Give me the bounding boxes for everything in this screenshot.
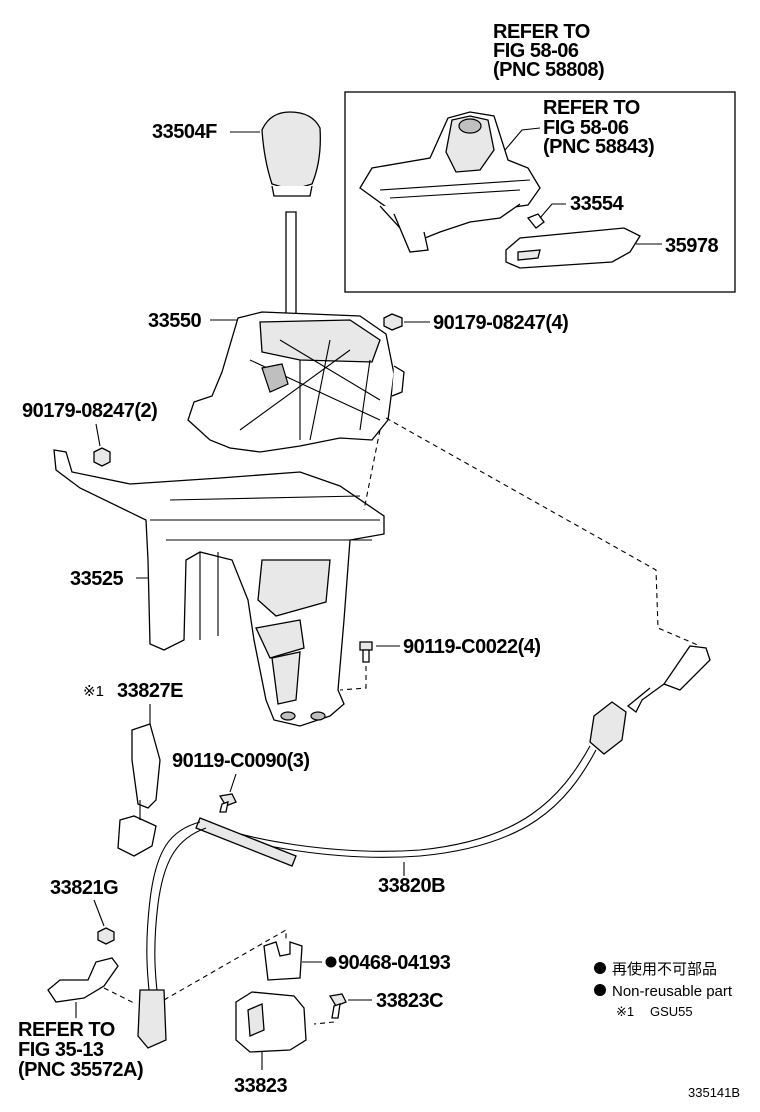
console-panel-drawing <box>359 111 541 253</box>
svg-text:(PNC 58843): (PNC 58843) <box>543 136 654 158</box>
svg-text:Non-reusable part: Non-reusable part <box>612 983 733 1000</box>
svg-text:REFER TO: REFER TO <box>18 1019 115 1041</box>
part-33820B-cable: 33820B <box>137 645 711 1049</box>
part-90179-08247-2-nut: 90179-08247(2) <box>22 400 158 467</box>
part-35978-plate: 35978 <box>505 227 719 269</box>
refer-inner-label: REFER TO FIG 58-06 (PNC 58843) <box>543 97 655 158</box>
part-90119-C0090-3-bolt: 90119-C0090(3) <box>172 750 310 813</box>
part-90119-C0022-4-bolt: 90119-C0022(4) <box>339 636 541 691</box>
svg-text:※1: ※1 <box>616 1004 634 1019</box>
part-33554-clip: 33554 <box>526 193 625 229</box>
part-33525-bracket: 33525 <box>53 449 385 727</box>
legend-bullet-icon <box>594 984 606 996</box>
svg-text:(PNC 58808): (PNC 58808) <box>493 59 604 81</box>
refer-bottom-bracket <box>47 957 137 1018</box>
svg-text:※1: ※1 <box>83 683 104 700</box>
svg-text:33821G: 33821G <box>50 877 118 899</box>
svg-text:90179-08247(4): 90179-08247(4) <box>433 312 568 334</box>
svg-text:REFER TO: REFER TO <box>493 21 590 43</box>
part-90468-04193-clip: 90468-04193 <box>263 941 451 981</box>
part-33827E-bracket: ※1 33827E <box>83 680 184 857</box>
part-33550-lever-assy: 33550 <box>148 310 405 453</box>
part-33823-bracket: 33823 <box>234 991 307 1097</box>
dashed-connector-cable-to-clip <box>163 929 287 1001</box>
svg-text:REFER TO: REFER TO <box>543 97 640 119</box>
part-90179-08247-4-nut: 90179-08247(4) <box>383 312 569 334</box>
svg-text:FIG 58-06: FIG 58-06 <box>543 117 629 139</box>
part-33823C-bolt: 33823C <box>313 990 444 1025</box>
svg-text:33820B: 33820B <box>378 875 445 897</box>
svg-text:90119-C0090(3): 90119-C0090(3) <box>172 750 310 772</box>
svg-text:33550: 33550 <box>148 310 201 332</box>
dashed-connector-assy-to-cable <box>385 417 701 647</box>
part-33821G-nut: 33821G <box>50 877 119 945</box>
legend-bullet-icon <box>594 962 606 974</box>
dashed-connector-assy-to-bracket <box>363 429 381 511</box>
svg-text:90468-04193: 90468-04193 <box>338 952 451 974</box>
svg-text:33827E: 33827E <box>117 680 183 702</box>
svg-text:33554: 33554 <box>570 193 624 215</box>
svg-text:FIG 58-06: FIG 58-06 <box>493 40 579 62</box>
legend: 再使用不可部品 Non-reusable part ※1 GSU55 <box>594 961 733 1019</box>
svg-text:33525: 33525 <box>70 568 123 590</box>
svg-text:35978: 35978 <box>665 235 718 257</box>
reference-box <box>344 91 736 293</box>
part-33504F-knob: 33504F <box>152 111 321 321</box>
figure-id: 335141B <box>688 1085 740 1100</box>
svg-text:(PNC 35572A): (PNC 35572A) <box>18 1059 143 1081</box>
svg-text:90119-C0022(4): 90119-C0022(4) <box>403 636 541 658</box>
refer-outer-label: REFER TO FIG 58-06 (PNC 58808) <box>493 21 605 81</box>
svg-text:GSU55: GSU55 <box>650 1004 693 1019</box>
svg-text:33823: 33823 <box>234 1075 287 1097</box>
svg-text:33504F: 33504F <box>152 121 217 143</box>
refer-bottom-label: REFER TO FIG 35-13 (PNC 35572A) <box>18 1019 144 1081</box>
svg-text:33823C: 33823C <box>376 990 443 1012</box>
svg-text:再使用不可部品: 再使用不可部品 <box>612 961 717 978</box>
svg-text:FIG 35-13: FIG 35-13 <box>18 1039 104 1061</box>
svg-text:90179-08247(2): 90179-08247(2) <box>22 400 157 422</box>
